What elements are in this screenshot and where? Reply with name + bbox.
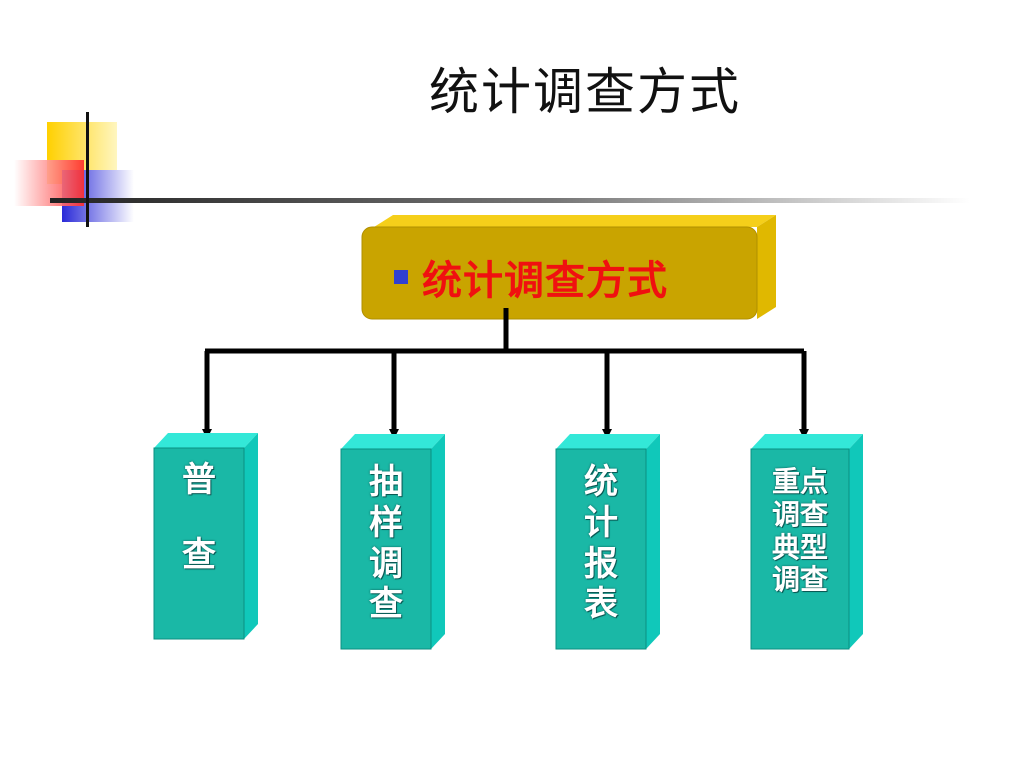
child-node-4 xyxy=(750,434,863,650)
child-label-line: 样 xyxy=(369,502,403,543)
child-node-2-label: 抽 样 调 查 xyxy=(341,462,431,625)
deco-horizontal-line xyxy=(50,198,970,203)
child-label-gap xyxy=(154,499,244,537)
child-node-2 xyxy=(340,434,445,650)
root-node-text: 统计调查方式 xyxy=(422,258,668,304)
slide-title: 统计调查方式 xyxy=(429,63,741,121)
child-label-line: 表 xyxy=(584,584,618,625)
child-node-4-label: 重点 调查 典型 调查 xyxy=(751,465,849,597)
child-label-line: 典型 xyxy=(771,530,828,564)
child-node-1 xyxy=(153,433,258,640)
root-side-face xyxy=(757,215,776,319)
child-node-3 xyxy=(555,434,660,650)
decoration-graphic xyxy=(14,112,970,227)
root-node xyxy=(361,215,776,320)
child-label-line: 抽 xyxy=(369,462,403,502)
child-node-3-label: 统 计 报 表 xyxy=(556,462,646,625)
deco-vertical-line xyxy=(86,112,89,227)
child-label-line: 调查 xyxy=(771,497,828,531)
child-label-line: 调 xyxy=(369,543,403,584)
child-label-line: 查 xyxy=(182,535,216,576)
child-label-line: 报 xyxy=(584,543,618,584)
child-label-line: 查 xyxy=(369,584,403,625)
root-front-face xyxy=(361,226,758,320)
connectors xyxy=(202,308,809,439)
child-node-1-label: 普 查 xyxy=(154,460,244,576)
root-node-label: 统计调查方式 xyxy=(362,238,762,316)
child-label-line: 重点 xyxy=(771,465,828,498)
root-bullet-icon xyxy=(394,270,408,284)
child-label-line: 调查 xyxy=(771,563,828,597)
child-label-line: 计 xyxy=(584,502,618,543)
root-top-face xyxy=(374,215,776,227)
child-label-line: 普 xyxy=(182,460,216,500)
child-label-line: 统 xyxy=(584,462,618,502)
